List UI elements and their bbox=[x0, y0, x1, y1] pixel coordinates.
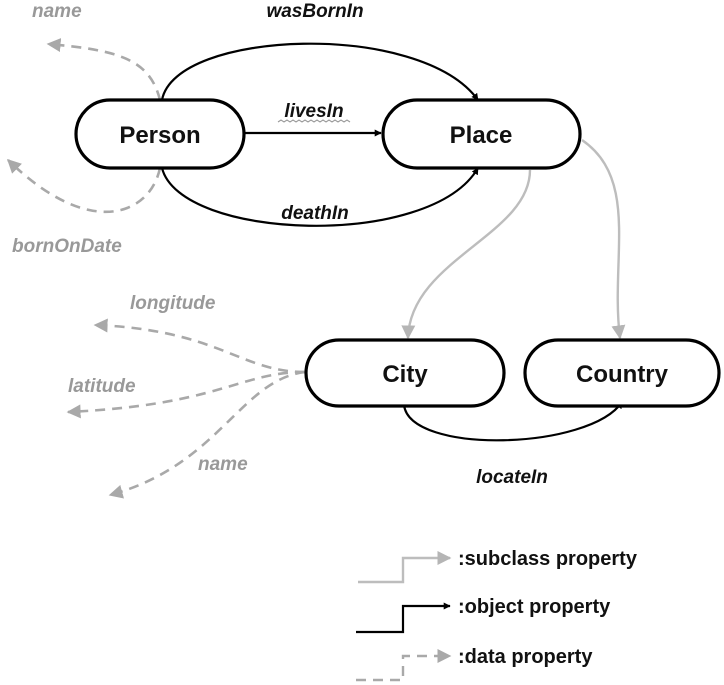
label-born-on-date: bornOnDate bbox=[12, 236, 122, 257]
node-person-label: Person bbox=[119, 122, 200, 149]
label-city-name: name bbox=[198, 454, 248, 475]
node-country-label: Country bbox=[576, 361, 669, 388]
edge-death-in bbox=[160, 167, 479, 227]
lives-in-underline bbox=[277, 119, 351, 123]
legend-object-line bbox=[356, 602, 451, 634]
label-locate-in: locateIn bbox=[476, 467, 548, 488]
legend-data: :data property bbox=[356, 646, 593, 682]
node-person: Person bbox=[74, 98, 246, 170]
legend-subclass-line bbox=[358, 551, 452, 584]
legend-subclass: :subclass property bbox=[358, 548, 638, 584]
edge-city-subclass-place bbox=[401, 169, 532, 340]
edge-city-latitude bbox=[66, 370, 306, 419]
node-city: City bbox=[304, 338, 506, 408]
legend-subclass-label: :subclass property bbox=[458, 548, 638, 570]
label-was-born-in: wasBornIn bbox=[266, 1, 363, 22]
label-longitude: longitude bbox=[130, 293, 216, 314]
label-person-name: name bbox=[32, 1, 82, 22]
legend: :subclass property :object property :dat… bbox=[356, 548, 638, 682]
node-city-label: City bbox=[382, 361, 428, 388]
edge-city-name bbox=[108, 370, 306, 499]
label-latitude: latitude bbox=[68, 376, 136, 397]
label-lives-in: livesIn bbox=[284, 101, 343, 122]
edge-country-subclass-place bbox=[581, 139, 626, 340]
edge-was-born-in bbox=[160, 42, 479, 101]
legend-object: :object property bbox=[356, 596, 611, 634]
node-country: Country bbox=[523, 338, 721, 408]
node-place: Place bbox=[381, 98, 582, 170]
node-place-label: Place bbox=[450, 122, 513, 149]
legend-data-line bbox=[356, 649, 452, 682]
edge-person-name bbox=[46, 38, 162, 101]
edge-person-born-on-date bbox=[6, 159, 162, 213]
legend-data-label: :data property bbox=[458, 646, 593, 668]
edge-locate-in bbox=[402, 401, 623, 442]
legend-object-label: :object property bbox=[458, 596, 611, 618]
label-death-in: deathIn bbox=[281, 203, 349, 224]
edge-city-longitude bbox=[93, 318, 306, 374]
